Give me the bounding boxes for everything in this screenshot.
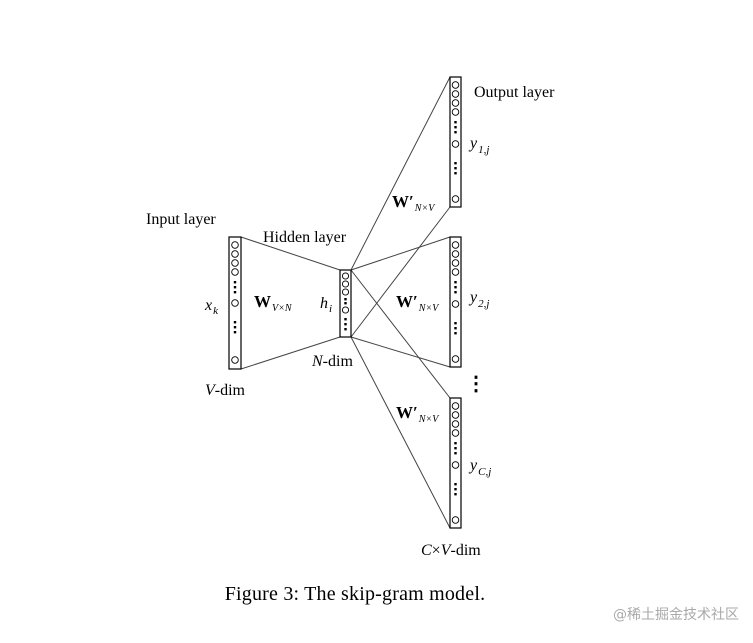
hidden-layer-vector bbox=[339, 269, 352, 338]
input-hidden-connections bbox=[240, 236, 341, 370]
v-dim-label: V-dim bbox=[205, 382, 246, 399]
output-c-symbol: yC,j bbox=[468, 457, 491, 478]
neuron bbox=[451, 516, 460, 524]
output-vector-1 bbox=[449, 76, 462, 208]
neuron bbox=[231, 259, 239, 267]
output-layer-label: Output layer bbox=[474, 84, 555, 101]
hidden-output-connections bbox=[350, 76, 451, 529]
connection-line bbox=[240, 236, 341, 271]
input-layer-vector bbox=[228, 236, 242, 370]
connection-line bbox=[350, 76, 451, 271]
connection-line bbox=[350, 206, 451, 338]
neuron bbox=[451, 429, 460, 437]
cv-dim-label: C×V-dim bbox=[421, 542, 481, 559]
neuron bbox=[451, 268, 460, 276]
output-weight-matrix-1: W′N×V bbox=[392, 192, 436, 214]
neuron bbox=[341, 306, 350, 314]
neuron bbox=[451, 420, 460, 428]
h-var: h bbox=[320, 295, 328, 312]
neuron bbox=[451, 99, 460, 107]
neuron bbox=[451, 402, 460, 410]
input-vector-symbol: xk bbox=[204, 297, 219, 317]
neuron bbox=[451, 140, 460, 148]
hidden-vector-symbol: hi bbox=[320, 295, 332, 315]
connection-line bbox=[350, 336, 451, 368]
watermark: @稀土掘金技术社区 bbox=[613, 607, 739, 623]
output-vector-2 bbox=[449, 236, 462, 368]
neuron bbox=[451, 355, 460, 363]
neuron bbox=[231, 356, 239, 364]
output-vector-c bbox=[449, 397, 462, 529]
hidden-layer-label: Hidden layer bbox=[263, 229, 347, 246]
vertical-ellipsis-icon: ⋮ bbox=[466, 373, 486, 395]
w-subscript: V×N bbox=[272, 303, 293, 314]
neuron bbox=[451, 81, 460, 89]
output-weight-matrix-c: W′N×V bbox=[396, 403, 440, 425]
neuron bbox=[231, 268, 239, 276]
input-layer-label: Input layer bbox=[146, 211, 216, 228]
neuron bbox=[341, 272, 350, 280]
connection-line bbox=[350, 269, 451, 399]
connection-line bbox=[350, 336, 451, 529]
input-weight-matrix: WV×N bbox=[254, 292, 293, 314]
neuron bbox=[231, 299, 239, 307]
neuron bbox=[451, 259, 460, 267]
neuron bbox=[451, 195, 460, 203]
connection-line bbox=[350, 236, 451, 271]
connection-line bbox=[240, 336, 341, 370]
neuron bbox=[451, 461, 460, 469]
neuron bbox=[451, 411, 460, 419]
x-subscript: k bbox=[213, 305, 219, 317]
ellipsis-dots bbox=[454, 442, 457, 496]
neuron bbox=[451, 250, 460, 258]
neuron bbox=[341, 288, 350, 296]
ellipsis-dots bbox=[454, 121, 457, 175]
ellipsis-dots bbox=[344, 298, 347, 331]
output-1-symbol: y1,j bbox=[468, 135, 489, 156]
neuron bbox=[341, 280, 350, 288]
ellipsis-dots bbox=[233, 281, 237, 334]
output-weight-matrix-2: W′N×V bbox=[396, 292, 440, 314]
neuron bbox=[451, 241, 460, 249]
figure-caption: Figure 3: The skip-gram model. bbox=[224, 583, 486, 605]
x-var: x bbox=[204, 297, 212, 314]
n-dim-label: N-dim bbox=[311, 353, 353, 370]
neuron bbox=[451, 300, 460, 308]
neuron bbox=[451, 108, 460, 116]
neuron bbox=[451, 90, 460, 98]
h-subscript: i bbox=[329, 303, 332, 315]
neuron bbox=[231, 250, 239, 258]
ellipsis-dots bbox=[454, 281, 457, 335]
output-2-symbol: y2,j bbox=[468, 289, 489, 310]
neuron bbox=[231, 241, 239, 249]
w-symbol: W bbox=[254, 292, 271, 311]
